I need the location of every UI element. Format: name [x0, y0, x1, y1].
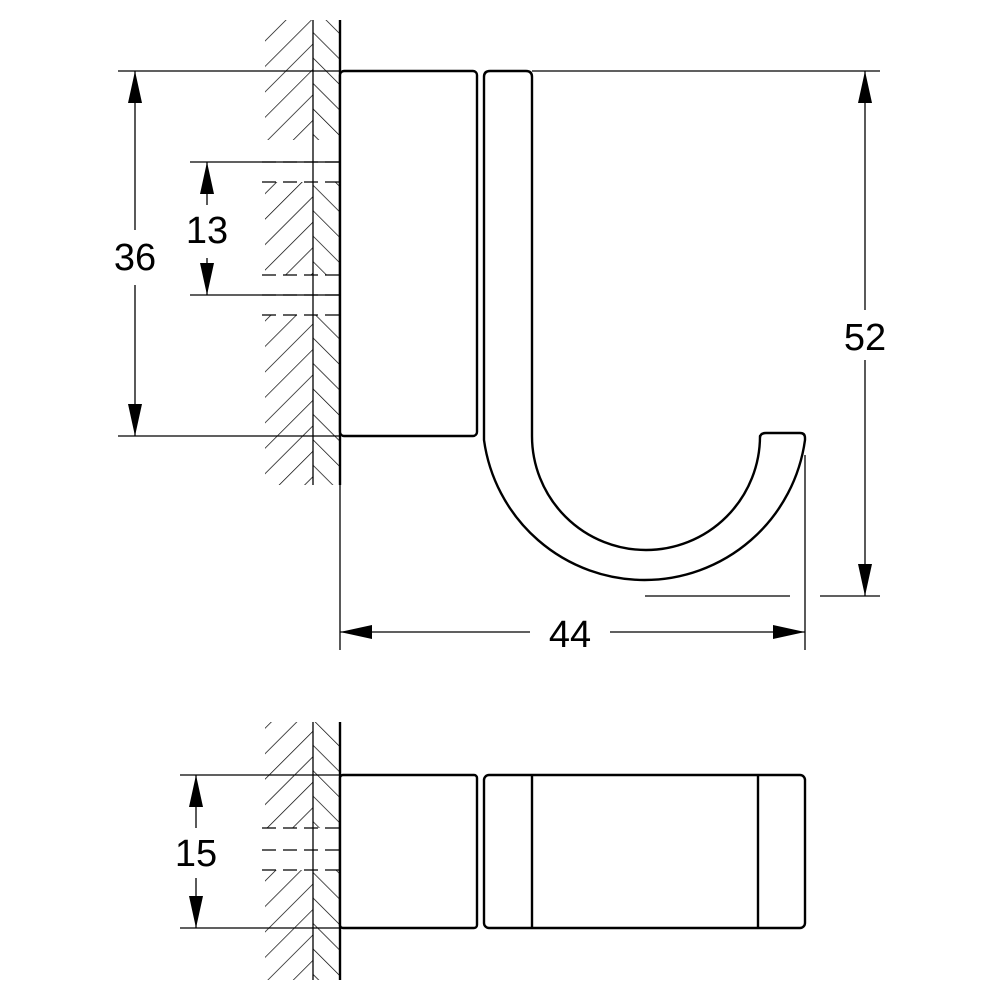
- dim-label-44: 44: [549, 614, 591, 656]
- hook-body: [482, 69, 807, 582]
- wall-section-side: [262, 722, 342, 980]
- side-view: 15: [175, 722, 807, 980]
- dimension-36: 36: [114, 70, 340, 437]
- front-view: 36 13 52: [114, 20, 886, 656]
- dimension-13: 13: [186, 161, 340, 296]
- dim-label-15: 15: [175, 833, 217, 875]
- side-hook-body: [482, 773, 807, 930]
- dim-label-52: 52: [844, 317, 886, 359]
- dim-label-36: 36: [114, 237, 156, 279]
- dimension-15: 15: [175, 774, 340, 929]
- side-mounting-block: [338, 773, 479, 930]
- dimension-44: 44: [339, 455, 806, 656]
- wall-section-front: [262, 20, 342, 485]
- dim-label-13: 13: [186, 210, 228, 252]
- mounting-block: [338, 69, 479, 438]
- dimension-52: 52: [532, 70, 886, 597]
